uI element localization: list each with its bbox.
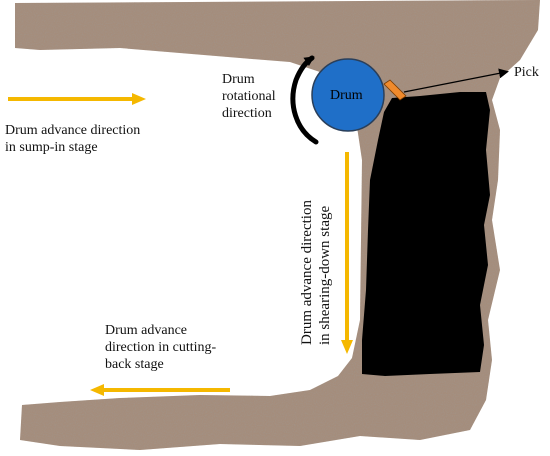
shearing-down-arrow <box>341 152 353 354</box>
rotational-direction-label: Drum rotational direction <box>222 72 276 121</box>
pick-label: Pick <box>514 65 539 80</box>
pick <box>383 79 407 101</box>
drum-label: Drum <box>330 88 363 103</box>
cutting-back-arrow <box>90 384 230 396</box>
coal-seam <box>362 92 490 376</box>
sump-in-arrow <box>8 93 146 105</box>
cutting-back-label: Drum advance direction in cutting- back … <box>105 323 217 372</box>
shearing-down-label: Drum advance direction in shearing-down … <box>299 200 333 345</box>
pick-leader <box>403 68 509 93</box>
rotation-arc <box>290 55 319 145</box>
drum <box>311 58 385 132</box>
sump-in-label: Drum advance direction in sump-in stage <box>5 123 141 155</box>
